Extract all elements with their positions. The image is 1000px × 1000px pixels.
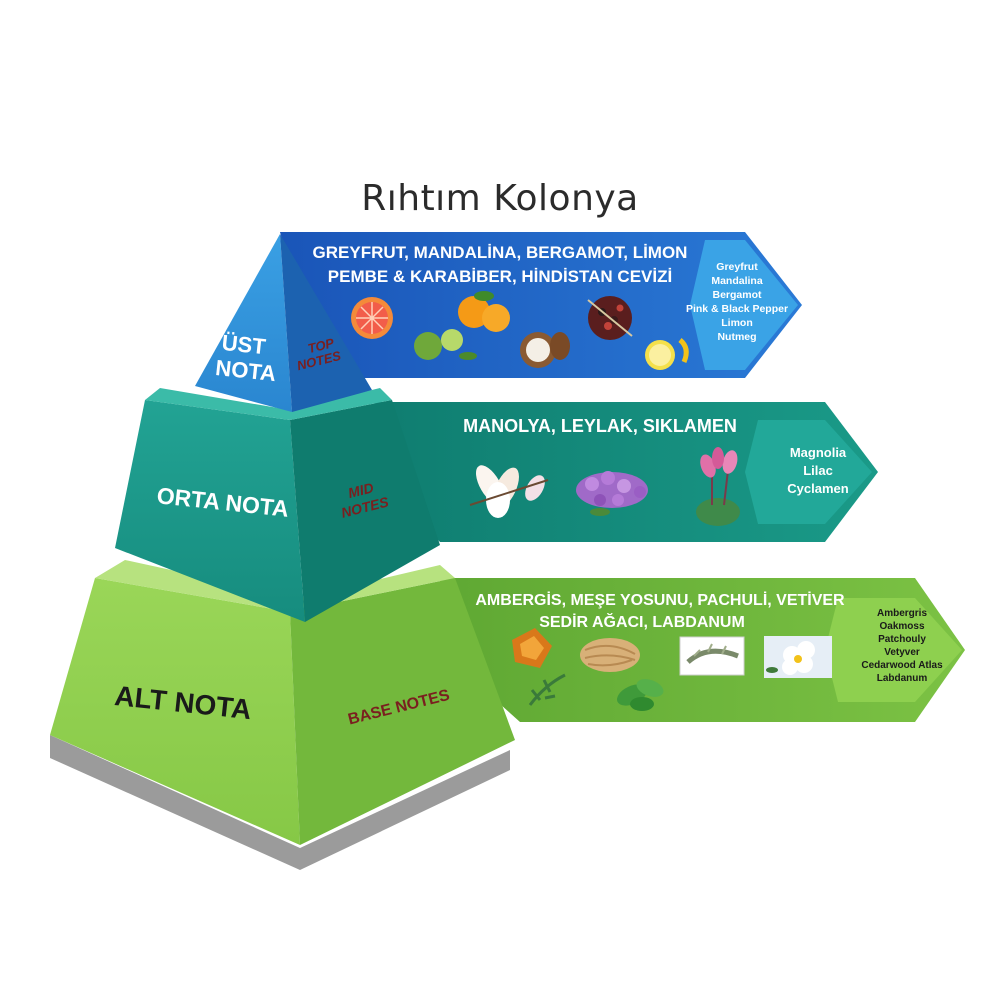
top-banner-tip	[690, 240, 798, 370]
top-ingredients-list: Greyfrut Mandalina Bergamot Pink & Black…	[686, 261, 788, 343]
bergamot-image	[414, 329, 477, 360]
base-ingredient-en: Oakmoss	[879, 621, 924, 632]
cedar-twig-image	[528, 673, 566, 706]
mid-front-face	[115, 400, 305, 622]
patchouli-leaves-image	[617, 679, 664, 711]
vetiver-roots-image	[580, 638, 640, 672]
base-front-face	[50, 578, 300, 845]
oakmoss-image	[679, 636, 745, 676]
grapefruit-image	[351, 297, 393, 339]
pepper-image	[587, 296, 633, 340]
mid-banner-line-1: MANOLYA, LEYLAK, SIKLAMEN	[463, 416, 737, 436]
lemon-image	[645, 338, 689, 370]
pyramid-base-shadow	[50, 735, 510, 870]
top-ingredient-en: Limon	[721, 317, 753, 329]
mid-top-rim	[145, 388, 392, 420]
amber-image	[512, 628, 552, 668]
top-ingredient-en: Pink & Black Pepper	[686, 303, 788, 315]
top-tier	[195, 232, 802, 412]
mid-ingredients-list: Magnolia Lilac Cyclamen	[787, 445, 848, 496]
labdanum-flower-image	[764, 636, 832, 678]
mid-ingredient-en: Cyclamen	[787, 481, 848, 496]
base-ingredient-en: Labdanum	[877, 673, 928, 684]
base-banner-line-2: SEDİR AĞACI, LABDANUM	[539, 612, 745, 631]
top-front-face	[195, 234, 292, 412]
top-english-label-1: TOP	[306, 335, 336, 356]
mid-side-face	[290, 400, 440, 622]
base-ingredient-en: Ambergris	[877, 608, 927, 619]
top-ingredient-en: Bergamot	[712, 289, 762, 301]
top-banner-line-1: GREYFRUT, MANDALİNA, BERGAMOT, LİMON	[313, 243, 688, 262]
top-ingredient-en: Nutmeg	[717, 331, 756, 343]
magnolia-image	[469, 465, 549, 518]
mandarin-image	[458, 291, 510, 332]
base-ingredient-en: Cedarwood Atlas	[861, 660, 943, 671]
base-side-face	[290, 578, 515, 845]
top-turkish-label-1: ÜST	[221, 330, 268, 360]
base-ingredients-list: Ambergris Oakmoss Patchouly Vetyver Ceda…	[861, 608, 943, 684]
mid-english-label-1: MID	[346, 479, 375, 501]
mid-banner-tip	[745, 420, 872, 524]
base-banner-tip	[825, 598, 962, 702]
top-banner-line-2: PEMBE & KARABİBER, HİNDİSTAN CEVİZİ	[328, 267, 672, 286]
top-banner	[280, 232, 802, 378]
top-side-face	[280, 234, 372, 412]
mid-tier	[115, 388, 878, 622]
top-ingredient-en: Mandalina	[711, 275, 763, 287]
mid-ingredient-en: Magnolia	[790, 445, 847, 460]
coconut-image	[520, 332, 570, 368]
cyclamen-image	[696, 447, 740, 526]
lilac-image	[576, 471, 648, 516]
base-banner-line-1: AMBERGİS, MEŞE YOSUNU, PACHULİ, VETİVER	[475, 591, 845, 609]
base-ingredient-en: Patchouly	[878, 634, 926, 645]
page-title: Rıhtım Kolonya	[361, 178, 639, 219]
base-ingredient-en: Vetyver	[884, 647, 920, 658]
top-ingredient-en: Greyfrut	[716, 261, 758, 273]
mid-ingredient-en: Lilac	[803, 463, 833, 478]
